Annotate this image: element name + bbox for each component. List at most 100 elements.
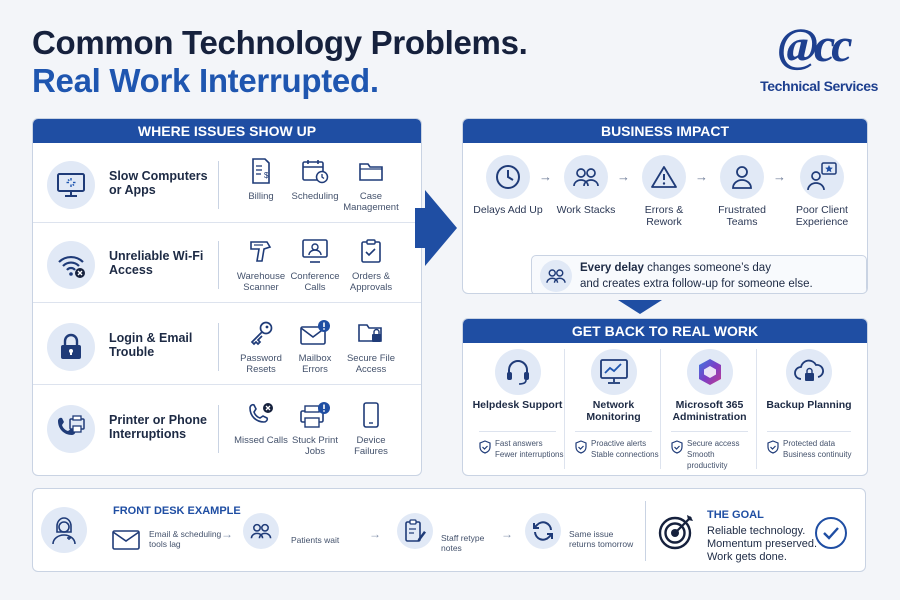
- page-title-line1: Common Technology Problems.: [32, 24, 528, 61]
- step-text: Email & scheduling tools lag: [149, 529, 222, 549]
- delay-note-rest: changes someone’s day: [643, 262, 771, 274]
- check-icon: [815, 517, 847, 549]
- sub-label: Missed Calls: [234, 435, 288, 446]
- impact-label: Delays Add Up: [473, 204, 543, 216]
- logo-text: Technical Services: [760, 78, 878, 94]
- front-desk-title: FRONT DESK EXAMPLE: [113, 505, 241, 517]
- m365-icon: [686, 349, 733, 395]
- sub-item-secure-file-access: Secure File Access: [341, 317, 401, 375]
- impact-item-frustrated-teams: Frustrated Teams: [707, 155, 777, 228]
- impact-panel-title: BUSINESS IMPACT: [463, 119, 867, 143]
- sub-item-case-management: Case Management: [341, 155, 401, 213]
- flow-arrow-stem: [415, 208, 427, 248]
- people-icon: [540, 260, 572, 292]
- arrow-right-icon: →: [773, 169, 786, 184]
- envelope-icon: [111, 529, 141, 556]
- delay-note-line1: Every delay changes someone’s day: [580, 262, 771, 274]
- headset-icon: [494, 349, 541, 395]
- scanner-icon: [231, 235, 291, 267]
- sub-label: Mailbox Errors: [298, 353, 332, 375]
- folder-lock-icon: [341, 317, 401, 349]
- impact-label: Work Stacks: [556, 204, 616, 216]
- sub-label: Warehouse Scanner: [236, 271, 286, 293]
- mobile-device-icon: [341, 399, 401, 431]
- issue-label: Printer or Phone Interruptions: [109, 413, 207, 441]
- missed-call-icon: [231, 399, 291, 431]
- sub-label: Secure File Access: [346, 353, 396, 375]
- service-bullet: Smooth productivity: [687, 450, 728, 470]
- clipboard-check-icon: [341, 235, 401, 267]
- service-name: Network Monitoring: [586, 399, 641, 423]
- sub-label: Password Resets: [240, 353, 282, 375]
- sub-item-conference-calls: Conference Calls: [285, 235, 345, 293]
- folder-icon: [341, 155, 401, 187]
- arrow-right-icon: →: [539, 169, 552, 184]
- issue-label: Unreliable Wi-Fi Access: [109, 249, 204, 277]
- svg-text:$: $: [264, 171, 269, 180]
- service-name: Microsoft 365 Administration: [672, 399, 747, 423]
- lock-icon: [47, 323, 95, 371]
- issues-panel: WHERE ISSUES SHOW UP Slow Computers or A…: [32, 118, 422, 476]
- sub-item-mailbox-errors: Mailbox Errors: [285, 317, 345, 375]
- flow-arrow-down: [618, 300, 662, 314]
- wifi-off-icon: [47, 241, 95, 289]
- delay-note: Every delay changes someone’s day and cr…: [531, 255, 867, 293]
- divider: [645, 501, 646, 561]
- goal-title: THE GOAL: [707, 509, 764, 521]
- refresh-icon: [525, 513, 561, 549]
- service-m365: Microsoft 365 Administration Secure acce…: [663, 349, 757, 471]
- warning-icon: [642, 155, 686, 199]
- issue-row-login-email: Login & Email Trouble Password Resets Ma…: [33, 309, 421, 385]
- person-icon: [720, 155, 764, 199]
- delay-note-bold: Every delay: [580, 262, 644, 274]
- front-desk-example-panel: FRONT DESK EXAMPLE Email & scheduling to…: [32, 488, 866, 572]
- sub-item-missed-calls: Missed Calls: [231, 399, 291, 446]
- calendar-clock-icon: [285, 155, 345, 187]
- printer-phone-icon: [47, 405, 95, 453]
- services-panel: GET BACK TO REAL WORK Helpdesk Support F…: [462, 318, 868, 476]
- service-name: Helpdesk Support: [472, 399, 563, 411]
- flow-arrow-right: [425, 190, 457, 266]
- arrow-right-icon: →: [617, 169, 630, 184]
- service-bullet: Stable connections: [591, 450, 659, 459]
- goal-line: Work gets done.: [707, 551, 787, 563]
- issue-row-wifi: Unreliable Wi-Fi Access Warehouse Scanne…: [33, 227, 421, 303]
- services-panel-title: GET BACK TO REAL WORK: [463, 319, 867, 343]
- sub-label: Scheduling: [291, 191, 339, 202]
- sub-label: Orders & Approvals: [349, 271, 393, 293]
- cloud-lock-icon: [786, 349, 832, 395]
- divider: [218, 161, 219, 209]
- divider: [218, 405, 219, 453]
- sub-label: Billing: [248, 191, 274, 202]
- sub-item-billing: $ Billing: [231, 155, 291, 202]
- video-call-icon: [285, 235, 345, 267]
- sub-label: Device Failures: [354, 435, 388, 457]
- divider: [218, 241, 219, 289]
- service-bullet: Secure access: [687, 439, 740, 448]
- impact-panel: BUSINESS IMPACT Delays Add Up → Work Sta…: [462, 118, 868, 294]
- impact-label: Poor Client Experience: [795, 204, 849, 228]
- printer-alert-icon: [285, 399, 345, 431]
- sub-item-scheduling: Scheduling: [285, 155, 345, 202]
- arrow-right-icon: →: [501, 527, 513, 541]
- sub-item-stuck-print-jobs: Stuck Print Jobs: [285, 399, 345, 457]
- sub-label: Stuck Print Jobs: [292, 435, 338, 457]
- impact-item-work-stacks: Work Stacks: [551, 155, 621, 216]
- target-icon: [657, 511, 697, 556]
- monitor-loading-icon: [47, 161, 95, 209]
- impact-label: Errors & Rework: [644, 204, 684, 228]
- issue-label: Login & Email Trouble: [109, 331, 193, 359]
- service-bullet: Protected data: [783, 439, 836, 448]
- service-bullet: Proactive alerts: [591, 439, 647, 448]
- sub-item-warehouse-scanner: Warehouse Scanner: [231, 235, 291, 293]
- issue-label: Slow Computers or Apps: [109, 169, 208, 197]
- goal-line: Momentum preserved.: [707, 538, 818, 550]
- delay-note-line2: and creates extra follow-up for someone …: [580, 278, 813, 290]
- receptionist-icon: [41, 507, 87, 553]
- logo-mark: @cc: [778, 19, 853, 72]
- key-icon: [231, 317, 291, 349]
